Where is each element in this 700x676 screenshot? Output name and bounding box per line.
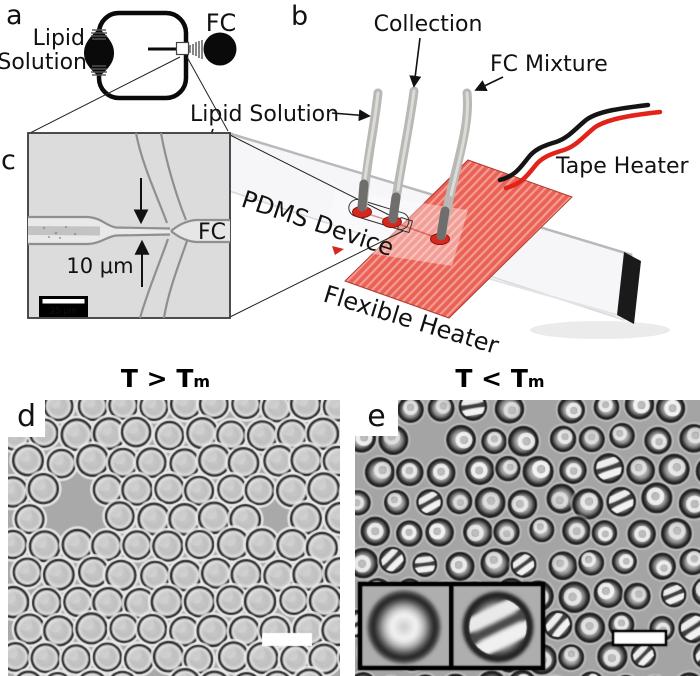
device-outlet-arrow xyxy=(332,246,344,255)
tubing-group xyxy=(357,86,473,241)
collection-arrow xyxy=(409,37,422,88)
zoom-line-c-to-b-top xyxy=(229,134,402,222)
fc-channel-fill xyxy=(171,220,230,242)
lipid-reservoir xyxy=(84,28,114,77)
panel-b-scene: b Collection FC Mixture Lipid Solution P… xyxy=(190,1,689,360)
device-square xyxy=(175,41,190,56)
device-channel-outline xyxy=(348,198,410,231)
glass-slide-back-edge xyxy=(227,131,633,257)
tube-fc-tip xyxy=(436,206,450,241)
micrograph-e xyxy=(355,400,700,676)
panel-c-letter: c xyxy=(1,145,16,176)
tube-lipid-tip xyxy=(357,179,369,212)
header-t-below-tm-sub: m xyxy=(527,371,545,391)
tube-collection-tip xyxy=(388,192,401,224)
panel-a-letter: a xyxy=(6,0,23,31)
zoom-line-a-to-c-right xyxy=(186,56,229,132)
schematic-svg: b Collection FC Mixture Lipid Solution P… xyxy=(0,0,689,360)
panel-c-micrograph: c 10 μm FC 25 μm xyxy=(1,132,231,319)
slide-shadow xyxy=(530,321,670,339)
lipid-label-line2: Solution xyxy=(0,50,87,75)
fc-bulb xyxy=(203,32,237,66)
panel-a-schematic: a Lipid Solution FC xyxy=(0,0,237,134)
fc-label-c: FC xyxy=(198,220,226,245)
fc-cone-hatch xyxy=(189,40,203,59)
collection-label: Collection xyxy=(374,12,483,37)
slide-end-face xyxy=(617,252,641,324)
tube-collection-highlight xyxy=(396,89,416,192)
flexible-heater-pad xyxy=(344,159,573,319)
micrograph-d xyxy=(8,400,340,676)
reservoir-hatch-top xyxy=(91,29,107,40)
panel-e-letter: e xyxy=(355,400,398,436)
channel-width-label: 10 μm xyxy=(66,254,133,278)
channel-stream xyxy=(27,226,101,236)
channel-specks xyxy=(42,225,77,239)
tube-lipid-highlight xyxy=(363,91,380,182)
zoom-line-a-to-c-left xyxy=(29,56,181,134)
fc-mixture-label: FC Mixture xyxy=(490,52,608,77)
lipid-solution-label: Lipid Solution xyxy=(190,102,339,127)
wire-red xyxy=(503,109,663,191)
lipid-solution-arrow-right xyxy=(331,109,371,122)
scale-bar-c: 25 μm xyxy=(39,296,88,317)
lipid-label-line1: Lipid xyxy=(33,26,85,51)
header-t-above-tm-sub: m xyxy=(193,371,211,391)
scale-bar-c-label: 25 μm xyxy=(50,307,77,317)
panel-b-letter: b xyxy=(291,1,308,32)
zoom-line-c-to-b-bottom xyxy=(229,230,404,318)
channel-walls xyxy=(28,132,230,319)
fc-label-a: FC xyxy=(206,9,237,37)
header-t-above-tm-text: T > T xyxy=(120,363,194,393)
wire-black xyxy=(497,102,651,183)
tape-heater-label: Tape Heater xyxy=(555,154,689,179)
panel-d-letter: d xyxy=(8,400,45,437)
tube-fc-highlight xyxy=(449,91,469,197)
header-t-below-tm-text: T < T xyxy=(455,363,528,393)
fc-mixture-arrow xyxy=(474,76,504,91)
reservoir-hatch-bottom xyxy=(91,65,107,76)
